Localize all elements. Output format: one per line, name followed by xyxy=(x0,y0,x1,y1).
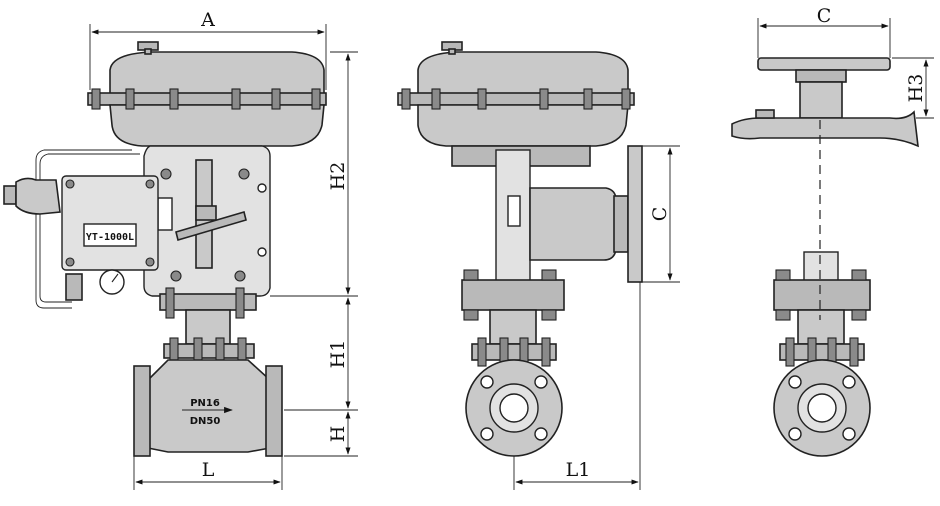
side-bonnet-bolts xyxy=(463,269,557,321)
positioner-bolts xyxy=(65,179,155,267)
dimension-C-top: C xyxy=(817,5,832,27)
actuator-flange xyxy=(87,92,327,106)
side-yoke-window xyxy=(507,195,521,227)
side-actuator-lower-case xyxy=(417,104,629,147)
side-flange-bolt-holes xyxy=(480,375,548,441)
top-handwheel xyxy=(757,57,891,71)
actuator-dome xyxy=(109,51,325,97)
side-pipe-bore xyxy=(499,393,529,423)
pressure-rating-label: PN16 xyxy=(190,398,220,409)
top-bonnet-bolts xyxy=(775,269,867,321)
top-handwheel-spindle xyxy=(799,81,843,119)
dimension-L: L xyxy=(202,459,215,481)
top-case-section xyxy=(731,110,919,148)
side-bonnet-flange xyxy=(461,279,565,311)
air-pipe xyxy=(35,149,132,309)
dimension-L1: L1 xyxy=(566,459,591,481)
front-view: YT-1000L PN16 DN50 xyxy=(3,41,327,457)
handwheel-view xyxy=(731,57,919,457)
side-actuator-dome xyxy=(417,51,629,97)
dimension-C-side: C xyxy=(649,207,671,222)
top-vent-cap xyxy=(755,109,775,119)
dimension-A: A xyxy=(200,9,215,31)
stem-connector xyxy=(195,205,217,221)
handwheel-housing xyxy=(529,187,617,261)
body-flange-top xyxy=(163,343,255,359)
nameplate xyxy=(83,223,137,247)
top-flange-bolt-holes xyxy=(788,375,856,441)
positioner-model-label: YT-1000L xyxy=(86,232,134,243)
bonnet-bolts xyxy=(165,287,245,319)
dimension-H: H xyxy=(327,426,349,443)
actuator-bolts xyxy=(91,88,321,110)
dimension-H3: H3 xyxy=(905,74,927,103)
vent-stem xyxy=(144,48,152,55)
outlet-flange xyxy=(265,365,283,457)
gauge-fitting xyxy=(65,273,83,301)
dimension-lines: A H2 H1 H L L1 C C xyxy=(89,5,934,490)
handwheel-hub xyxy=(613,195,629,253)
feedback-lever xyxy=(175,210,247,242)
side-body-top-bolts xyxy=(477,337,551,367)
top-bonnet-flange xyxy=(773,279,871,311)
junction-box xyxy=(15,177,61,215)
yoke-bolts xyxy=(160,168,267,282)
yoke-scale xyxy=(157,197,173,231)
top-body-bolts xyxy=(785,337,859,367)
side-bonnet-neck xyxy=(489,309,537,345)
cable-gland xyxy=(3,185,17,205)
side-view xyxy=(397,41,643,457)
nominal-diameter-label: DN50 xyxy=(190,416,221,427)
dimension-H2: H2 xyxy=(327,162,349,191)
handwheel-disc xyxy=(627,145,643,283)
inlet-flange xyxy=(133,365,151,457)
top-bonnet-neck xyxy=(797,309,845,345)
dimension-H1: H1 xyxy=(327,340,349,369)
actuator-lower-case xyxy=(109,104,325,147)
side-actuator-bolts xyxy=(401,88,631,110)
positioner-box xyxy=(61,175,159,271)
